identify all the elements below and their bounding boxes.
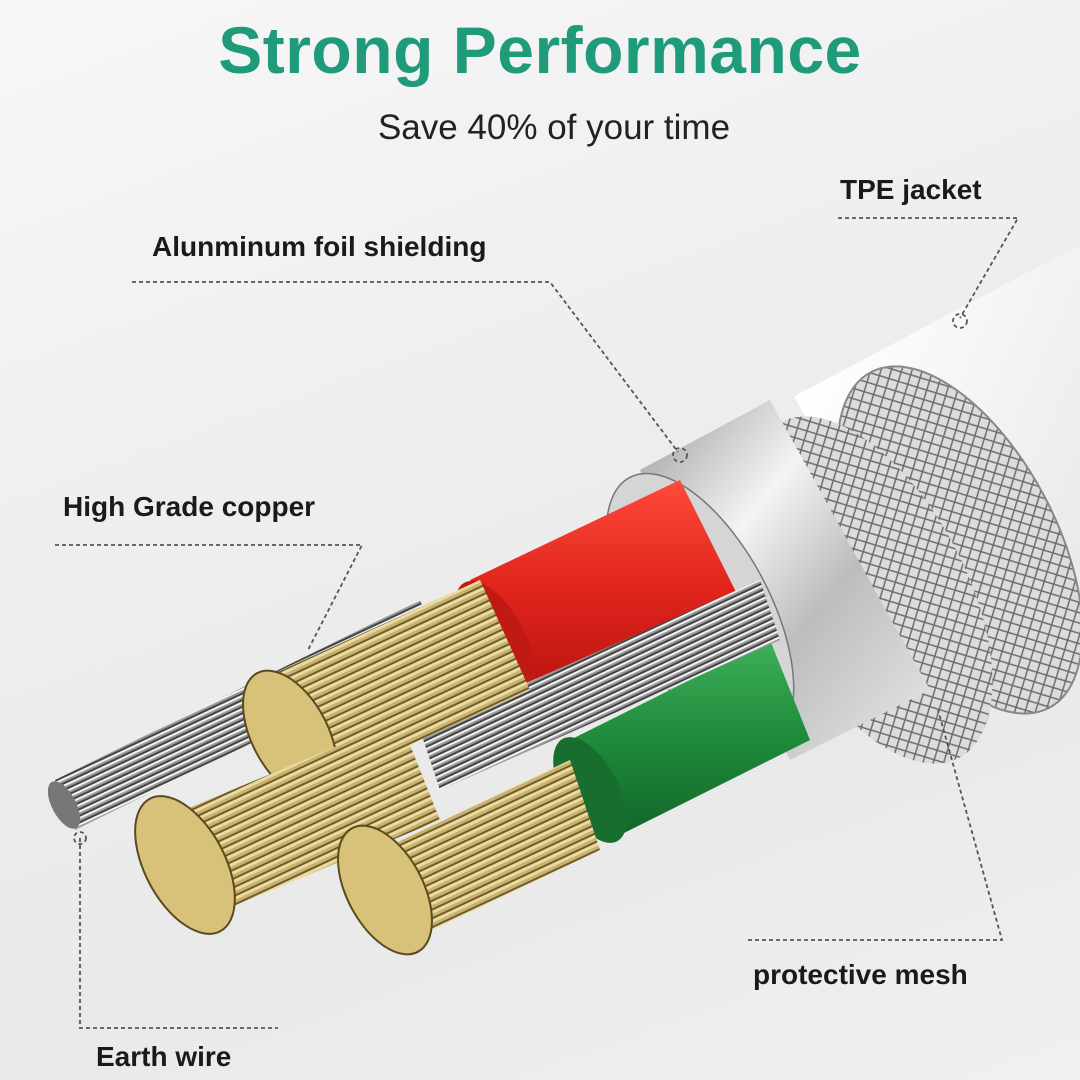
callout-protective-mesh: protective mesh	[753, 959, 968, 990]
page-title: Strong Performance	[218, 13, 862, 87]
callout-copper: High Grade copper	[63, 491, 316, 522]
callout-earth-wire: Earth wire	[96, 1041, 232, 1072]
callout-aluminum-foil: Alunminum foil shielding	[152, 231, 487, 262]
page-subtitle: Save 40% of your time	[377, 108, 731, 147]
leader-lines	[55, 217, 1020, 1029]
green-wire	[553, 640, 810, 843]
callout-tpe-jacket: TPE jacket	[840, 174, 982, 205]
copper-bundles	[134, 580, 600, 956]
